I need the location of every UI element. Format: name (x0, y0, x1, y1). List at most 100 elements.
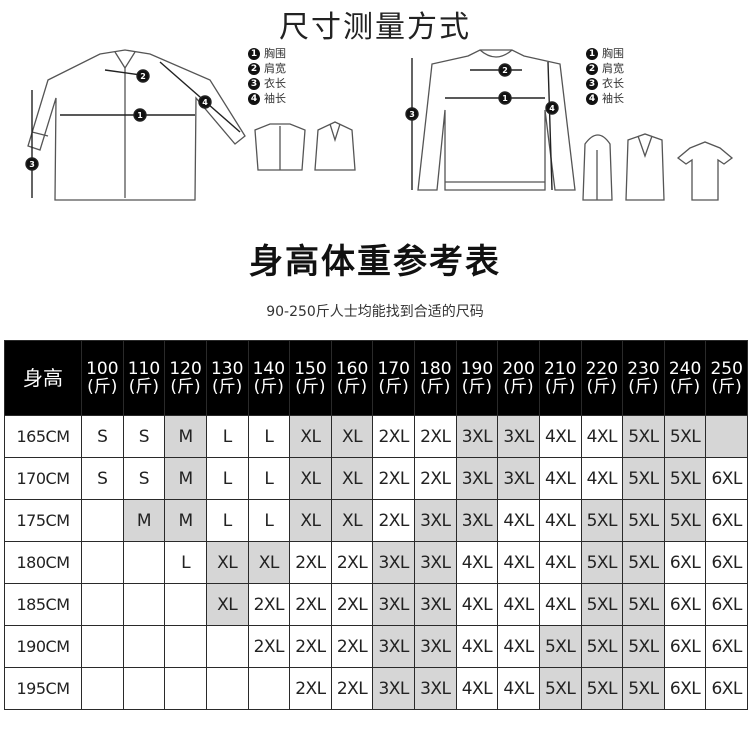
size-cell: XL (247, 541, 291, 584)
legend-number: 1 (586, 47, 598, 60)
height-cell: 180CM (4, 541, 82, 584)
weight-value: 100 (86, 359, 119, 379)
weight-unit: (斤) (503, 377, 534, 397)
legend-label: 胸围 (264, 47, 286, 60)
table-header-row: 身高 100(斤)110(斤)120(斤)130(斤)140(斤)150(斤)1… (4, 340, 748, 416)
size-cell: 2XL (247, 625, 291, 668)
size-cell: L (205, 457, 249, 500)
page-title: 尺寸测量方式 (279, 10, 471, 45)
legend-item: 1 胸围 (248, 46, 286, 61)
size-cell: 2XL (247, 583, 291, 626)
weight-unit: (斤) (295, 377, 326, 397)
weight-header: 120(斤) (164, 340, 207, 416)
weight-unit: (斤) (586, 377, 617, 397)
legend-label: 肩宽 (602, 62, 624, 75)
size-cell: 3XL (497, 415, 540, 458)
size-cell: 6XL (663, 541, 707, 584)
size-cell: 5XL (580, 541, 624, 584)
size-cell: 3XL (372, 625, 415, 668)
size-cell (81, 541, 124, 584)
size-cell: 3XL (455, 499, 499, 542)
legend-number: 3 (586, 77, 598, 90)
weight-value: 150 (294, 359, 327, 379)
svg-text:2: 2 (140, 72, 146, 81)
size-cell: 5XL (580, 583, 624, 626)
size-cell: 4XL (455, 625, 499, 668)
size-cell: 2XL (289, 583, 332, 626)
weight-unit: (斤) (420, 377, 451, 397)
size-cell: 4XL (538, 583, 582, 626)
size-cell (81, 583, 124, 626)
size-cell: 4XL (455, 541, 499, 584)
size-cell: 6XL (705, 667, 748, 710)
size-cell (164, 667, 207, 710)
size-cell: S (81, 457, 124, 500)
size-cell: 5XL (622, 667, 665, 710)
weight-value: 210 (543, 359, 577, 379)
height-cell: 170CM (4, 457, 82, 500)
shirt-icon (27, 49, 246, 201)
size-cell: 3XL (414, 499, 457, 542)
size-cell: 3XL (414, 541, 457, 584)
size-cell: 4XL (538, 415, 582, 458)
size-cell: 3XL (414, 625, 457, 668)
size-cell (205, 625, 249, 668)
weight-value: 130 (210, 359, 244, 379)
weight-unit: (斤) (669, 377, 701, 397)
size-cell: 5XL (622, 625, 665, 668)
legend-number: 1 (248, 47, 260, 60)
size-cell: XL (289, 499, 332, 542)
size-cell: 3XL (414, 667, 457, 710)
size-cell: 5XL (622, 457, 665, 500)
size-cell: XL (330, 415, 374, 458)
svg-text:1: 1 (502, 94, 508, 103)
size-cell: 2XL (330, 541, 374, 584)
weight-header: 220(斤) (580, 340, 624, 416)
legend-label: 衣长 (264, 77, 286, 90)
weight-header: 130(斤) (205, 340, 249, 416)
svg-text:4: 4 (202, 98, 208, 107)
size-cell: 6XL (663, 583, 707, 626)
size-cell: 6XL (663, 667, 707, 710)
size-cell: 5XL (580, 625, 624, 668)
size-cell: 5XL (622, 499, 665, 542)
legend-number: 3 (248, 77, 260, 90)
size-cell: 5XL (538, 667, 582, 710)
jacket-icon (254, 123, 306, 171)
size-cell: 4XL (538, 457, 582, 500)
weight-value: 190 (460, 359, 494, 379)
weight-value: 230 (627, 359, 660, 379)
size-cell: L (247, 457, 291, 500)
size-table-wrapper: 身高 100(斤)110(斤)120(斤)130(斤)140(斤)150(斤)1… (4, 340, 748, 710)
size-cell: 3XL (372, 667, 415, 710)
weight-header: 210(斤) (538, 340, 582, 416)
size-cell: 4XL (497, 625, 540, 668)
size-cell: S (122, 457, 166, 500)
legend-number: 2 (248, 62, 260, 75)
legend-label: 袖长 (264, 92, 286, 105)
legend-number: 2 (586, 62, 598, 75)
size-cell (205, 667, 249, 710)
size-cell: 2XL (372, 415, 415, 458)
height-cell: 165CM (4, 415, 82, 458)
size-cell: 6XL (705, 457, 748, 500)
weight-unit: (斤) (87, 377, 118, 397)
weight-value: 180 (419, 359, 452, 379)
legend-number: 4 (248, 92, 260, 105)
svg-text:2: 2 (502, 66, 508, 75)
size-cell: 3XL (414, 583, 457, 626)
weight-header: 110(斤) (122, 340, 166, 416)
size-cell: 4XL (538, 499, 582, 542)
legend-label: 袖长 (602, 92, 624, 105)
size-cell: L (205, 499, 249, 542)
weight-value: 170 (377, 359, 410, 379)
